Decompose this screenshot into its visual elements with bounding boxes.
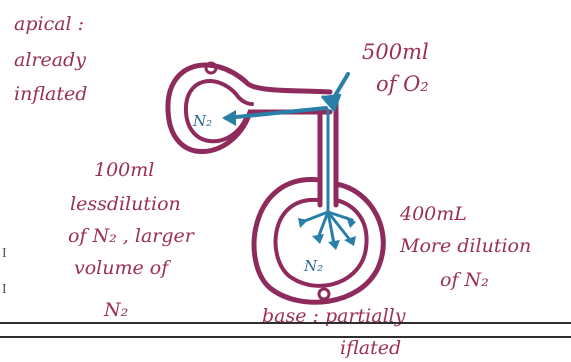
rule-bottom bbox=[0, 336, 571, 338]
left-line-1: 100ml bbox=[94, 160, 154, 181]
oxygen-line-2: of O₂ bbox=[376, 74, 429, 95]
margin-fragment-1: I bbox=[2, 246, 7, 262]
basal-arrowhead-icons bbox=[298, 216, 356, 250]
apical-line-1: apical : bbox=[14, 14, 84, 35]
oxygen-line-1: 500ml bbox=[362, 42, 429, 63]
rule-top bbox=[0, 322, 571, 324]
apical-arrowhead-icon bbox=[222, 110, 236, 126]
right-line-1: 400mL bbox=[400, 204, 467, 225]
n2-label-apical: N₂ bbox=[193, 111, 212, 132]
right-line-2: More dilution bbox=[400, 236, 531, 257]
left-line-2: lessdilution bbox=[70, 194, 181, 215]
bottom-line-2: iflated bbox=[340, 338, 401, 359]
margin-fragment-2: I bbox=[2, 282, 7, 298]
apical-line-3: inflated bbox=[14, 84, 87, 105]
left-line-3: of N₂ , larger bbox=[68, 226, 194, 247]
apical-line-2: already bbox=[14, 50, 86, 71]
n2-label-basal: N₂ bbox=[304, 256, 323, 277]
apical-alveolus-knob bbox=[206, 63, 216, 73]
right-line-3: of N₂ bbox=[440, 270, 489, 291]
basal-alveolus-knob bbox=[319, 289, 329, 299]
basal-flow-branches bbox=[302, 212, 352, 244]
left-line-5: N₂ bbox=[104, 300, 128, 321]
left-line-4: volume of bbox=[74, 258, 168, 279]
